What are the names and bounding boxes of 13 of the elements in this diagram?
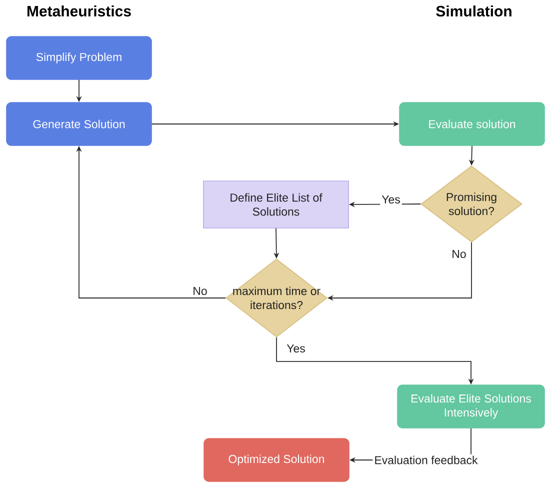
edge-label: Yes	[285, 342, 307, 354]
edge-label: No	[450, 248, 468, 260]
column-heading: Metaheuristics	[28, 6, 131, 16]
column-heading: Simulation	[436, 6, 512, 16]
edge-label: No	[191, 285, 209, 296]
edge-label: Yes	[380, 194, 402, 205]
process-box: Optimized Solution	[204, 438, 350, 482]
process-box: Evaluate Elite Solutions Intensively	[397, 384, 545, 428]
process-box: Generate Solution	[6, 102, 152, 146]
process-box: Define Elite List of Solutions	[203, 180, 349, 228]
edge-label: Evaluation feedback	[372, 454, 480, 466]
process-box: Simplify Problem	[6, 36, 152, 80]
process-box: Evaluate solution	[399, 102, 545, 146]
